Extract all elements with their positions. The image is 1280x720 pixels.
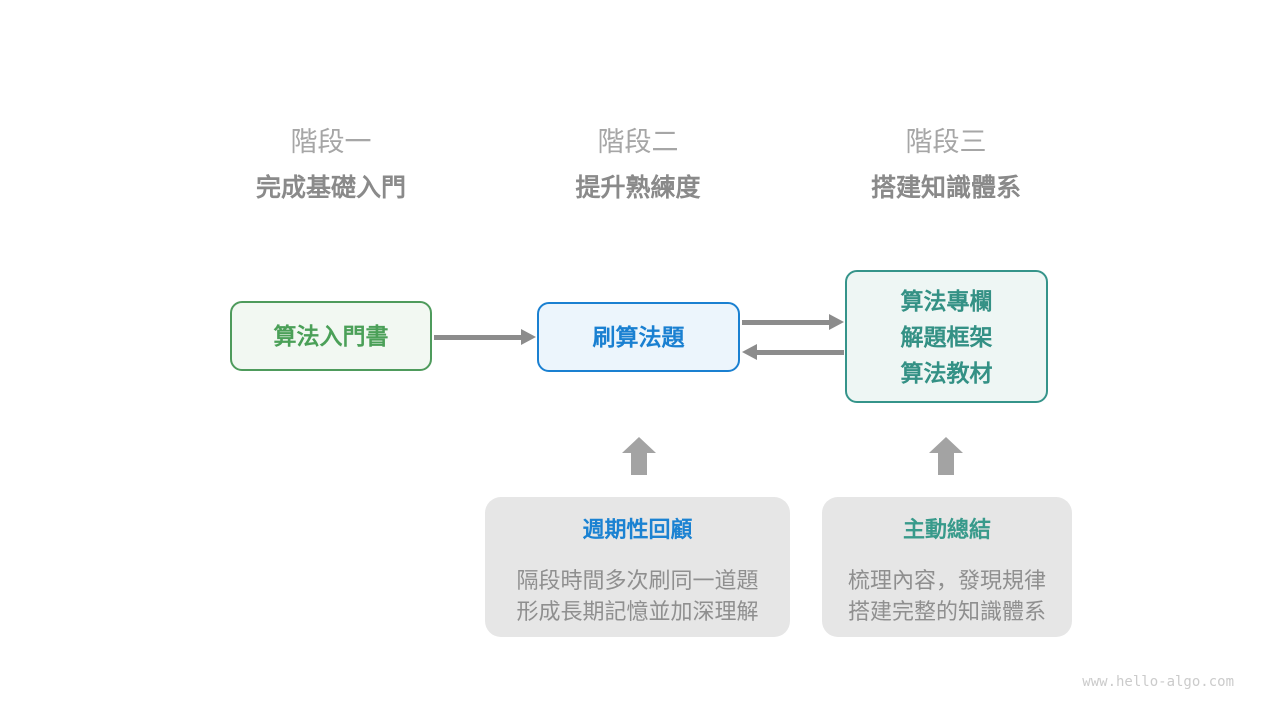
arrow-shaft bbox=[434, 334, 521, 340]
arrow-intro-to-practice bbox=[434, 329, 536, 345]
stage-header-3: 階段三 搭建知識體系 bbox=[821, 127, 1071, 203]
arrow-head-left-icon bbox=[742, 344, 757, 360]
arrow-shaft bbox=[757, 349, 844, 355]
note-periodic-review: 週期性回顧 隔段時間多次刷同一道題 形成長期記憶並加深理解 bbox=[485, 497, 790, 637]
stage-header-1: 階段一 完成基礎入門 bbox=[206, 127, 456, 203]
up-arrow-review-icon bbox=[622, 437, 656, 475]
note-periodic-review-line-1: 隔段時間多次刷同一道題 bbox=[516, 568, 759, 593]
arrow-shaft bbox=[742, 319, 829, 325]
up-arrow-summary-icon bbox=[929, 437, 963, 475]
node-intro-book-label: 算法入門書 bbox=[273, 323, 389, 349]
node-resource-line-2: 解題框架 bbox=[900, 323, 993, 350]
note-periodic-review-line-2: 形成長期記憶並加深理解 bbox=[516, 599, 759, 624]
stage-1-subtitle: 完成基礎入門 bbox=[255, 174, 406, 202]
note-periodic-review-title: 週期性回顧 bbox=[582, 517, 693, 542]
node-resource-line-1: 算法專欄 bbox=[900, 287, 993, 314]
node-intro-book: 算法入門書 bbox=[230, 301, 432, 371]
arrow-head-right-icon bbox=[521, 329, 536, 345]
note-active-summary: 主動總結 梳理內容，發現規律 搭建完整的知識體系 bbox=[822, 497, 1072, 637]
note-active-summary-line-1: 梳理內容，發現規律 bbox=[847, 568, 1046, 593]
arrow-head-right-icon bbox=[829, 314, 844, 330]
arrow-practice-to-resources bbox=[742, 314, 844, 330]
stage-1-label: 階段一 bbox=[290, 127, 372, 157]
note-active-summary-line-2: 搭建完整的知識體系 bbox=[847, 599, 1046, 624]
watermark: www.hello-algo.com bbox=[1082, 674, 1234, 690]
arrow-resources-to-practice bbox=[742, 344, 844, 360]
stage-3-label: 階段三 bbox=[905, 127, 987, 157]
node-advanced-resources: 算法專欄 解題框架 算法教材 bbox=[845, 270, 1048, 403]
node-practice-problems: 刷算法題 bbox=[537, 302, 740, 372]
node-resource-line-3: 算法教材 bbox=[900, 359, 993, 386]
stage-2-subtitle: 提升熟練度 bbox=[575, 174, 701, 202]
stage-2-label: 階段二 bbox=[597, 127, 679, 157]
stage-3-subtitle: 搭建知識體系 bbox=[870, 174, 1021, 202]
stage-header-2: 階段二 提升熟練度 bbox=[513, 127, 763, 203]
node-practice-problems-label: 刷算法題 bbox=[592, 324, 685, 350]
note-active-summary-title: 主動總結 bbox=[902, 517, 991, 542]
